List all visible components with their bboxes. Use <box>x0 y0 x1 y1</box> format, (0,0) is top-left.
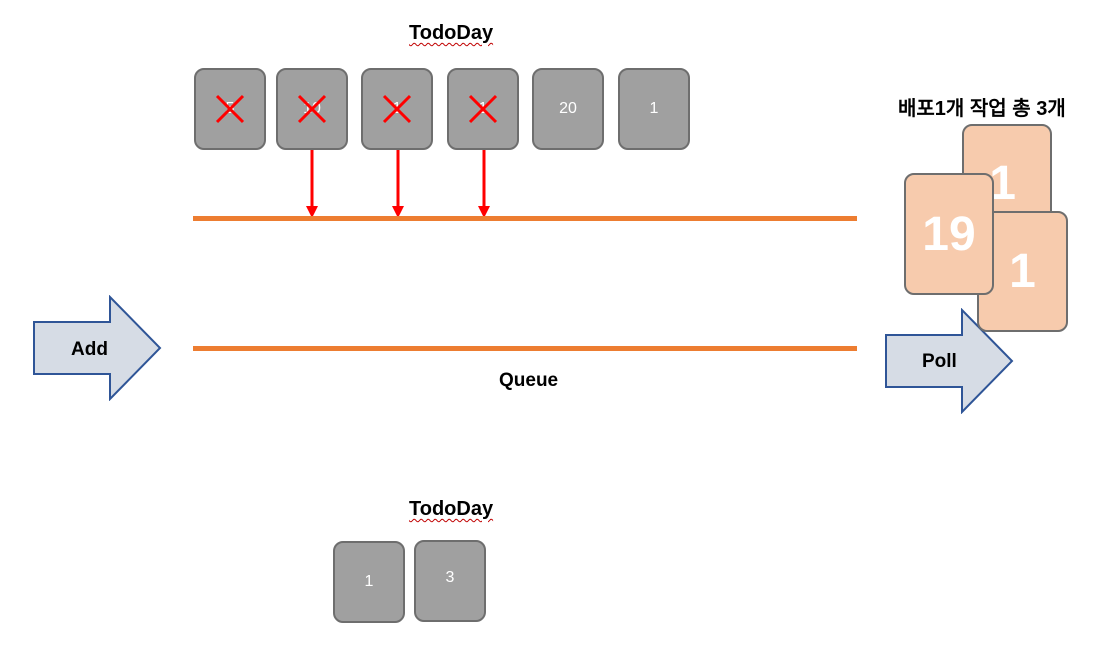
deploy-card-value: 19 <box>922 207 976 261</box>
todo-box-value: 1 <box>649 100 659 117</box>
add-label: Add <box>71 339 108 360</box>
cross-icon <box>215 94 245 124</box>
bottom-todo-box-2: 3 <box>414 540 486 622</box>
todo-box-4: 1 <box>447 68 519 150</box>
poll-label: Poll <box>922 351 957 372</box>
drop-arrow-2 <box>392 150 404 218</box>
todo-box-6: 1 <box>618 68 690 150</box>
bottom-todo-box-1: 1 <box>333 541 405 623</box>
queue-label: Queue <box>499 370 559 391</box>
poll-arrow-icon <box>885 308 1014 414</box>
todo-box-value: 1 <box>364 573 374 590</box>
cross-icon <box>297 94 327 124</box>
deploy-card-front: 19 <box>904 173 994 295</box>
cross-icon <box>382 94 412 124</box>
add-arrow-icon <box>33 295 162 401</box>
deploy-card-value: 1 <box>1009 245 1036 298</box>
todo-box-value: 3 <box>445 569 455 586</box>
drop-arrow-1 <box>306 150 318 218</box>
todo-box-1: 5 <box>194 68 266 150</box>
queue-bottom-line <box>193 346 857 351</box>
todo-box-2: 10 <box>276 68 348 150</box>
deploy-label: 배포1개 작업 총 3개 <box>898 98 1066 120</box>
cross-icon <box>468 94 498 124</box>
todo-box-3: 1 <box>361 68 433 150</box>
top-tododay-title: TodoDay <box>409 22 494 44</box>
queue-top-line <box>193 216 857 221</box>
bottom-tododay-title: TodoDay <box>409 498 494 520</box>
drop-arrow-3 <box>478 150 490 218</box>
todo-box-5: 20 <box>532 68 604 150</box>
todo-box-value: 20 <box>559 100 577 117</box>
